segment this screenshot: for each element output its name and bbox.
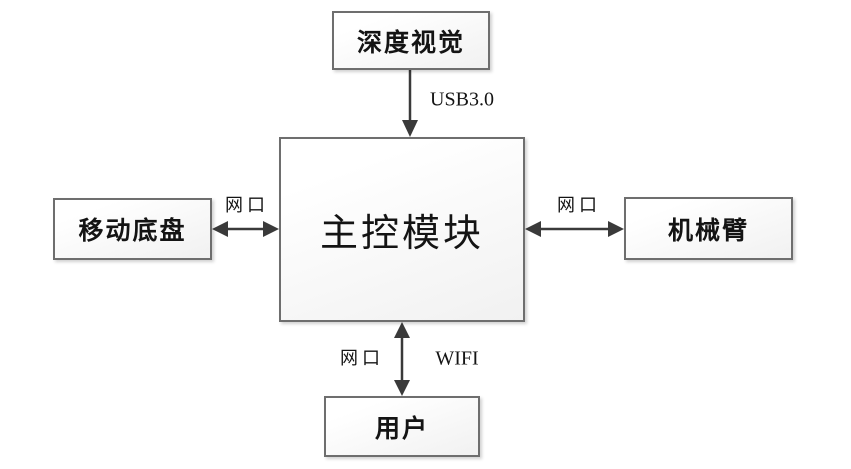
node-robot-arm: 机械臂 [624, 197, 793, 260]
edge-label-wifi: WIFI [435, 347, 479, 370]
edge-label-usb: USB3.0 [430, 88, 494, 111]
node-robot-arm-label: 机械臂 [667, 217, 749, 245]
node-user: 用户 [324, 396, 480, 457]
node-mobile-chassis: 移动底盘 [53, 198, 212, 260]
node-depth-vision: 深度视觉 [332, 11, 490, 70]
edge-label-network-port-bottom: 网口 [340, 348, 384, 368]
edge-label-network-port-left: 网口 [225, 195, 269, 215]
node-main-control: 主控模块 [279, 137, 525, 322]
node-main-control-label: 主控模块 [319, 213, 484, 255]
node-user-label: 用户 [374, 415, 429, 443]
node-mobile-chassis-label: 移动底盘 [78, 218, 187, 245]
edge-label-network-port-right: 网口 [557, 195, 601, 215]
usb-arrow-down-icon [402, 70, 418, 137]
bottom-double-arrow-icon [394, 322, 410, 396]
left-double-arrow-icon [212, 221, 279, 237]
node-depth-vision-label: 深度视觉 [356, 29, 465, 57]
right-double-arrow-icon [525, 221, 624, 237]
